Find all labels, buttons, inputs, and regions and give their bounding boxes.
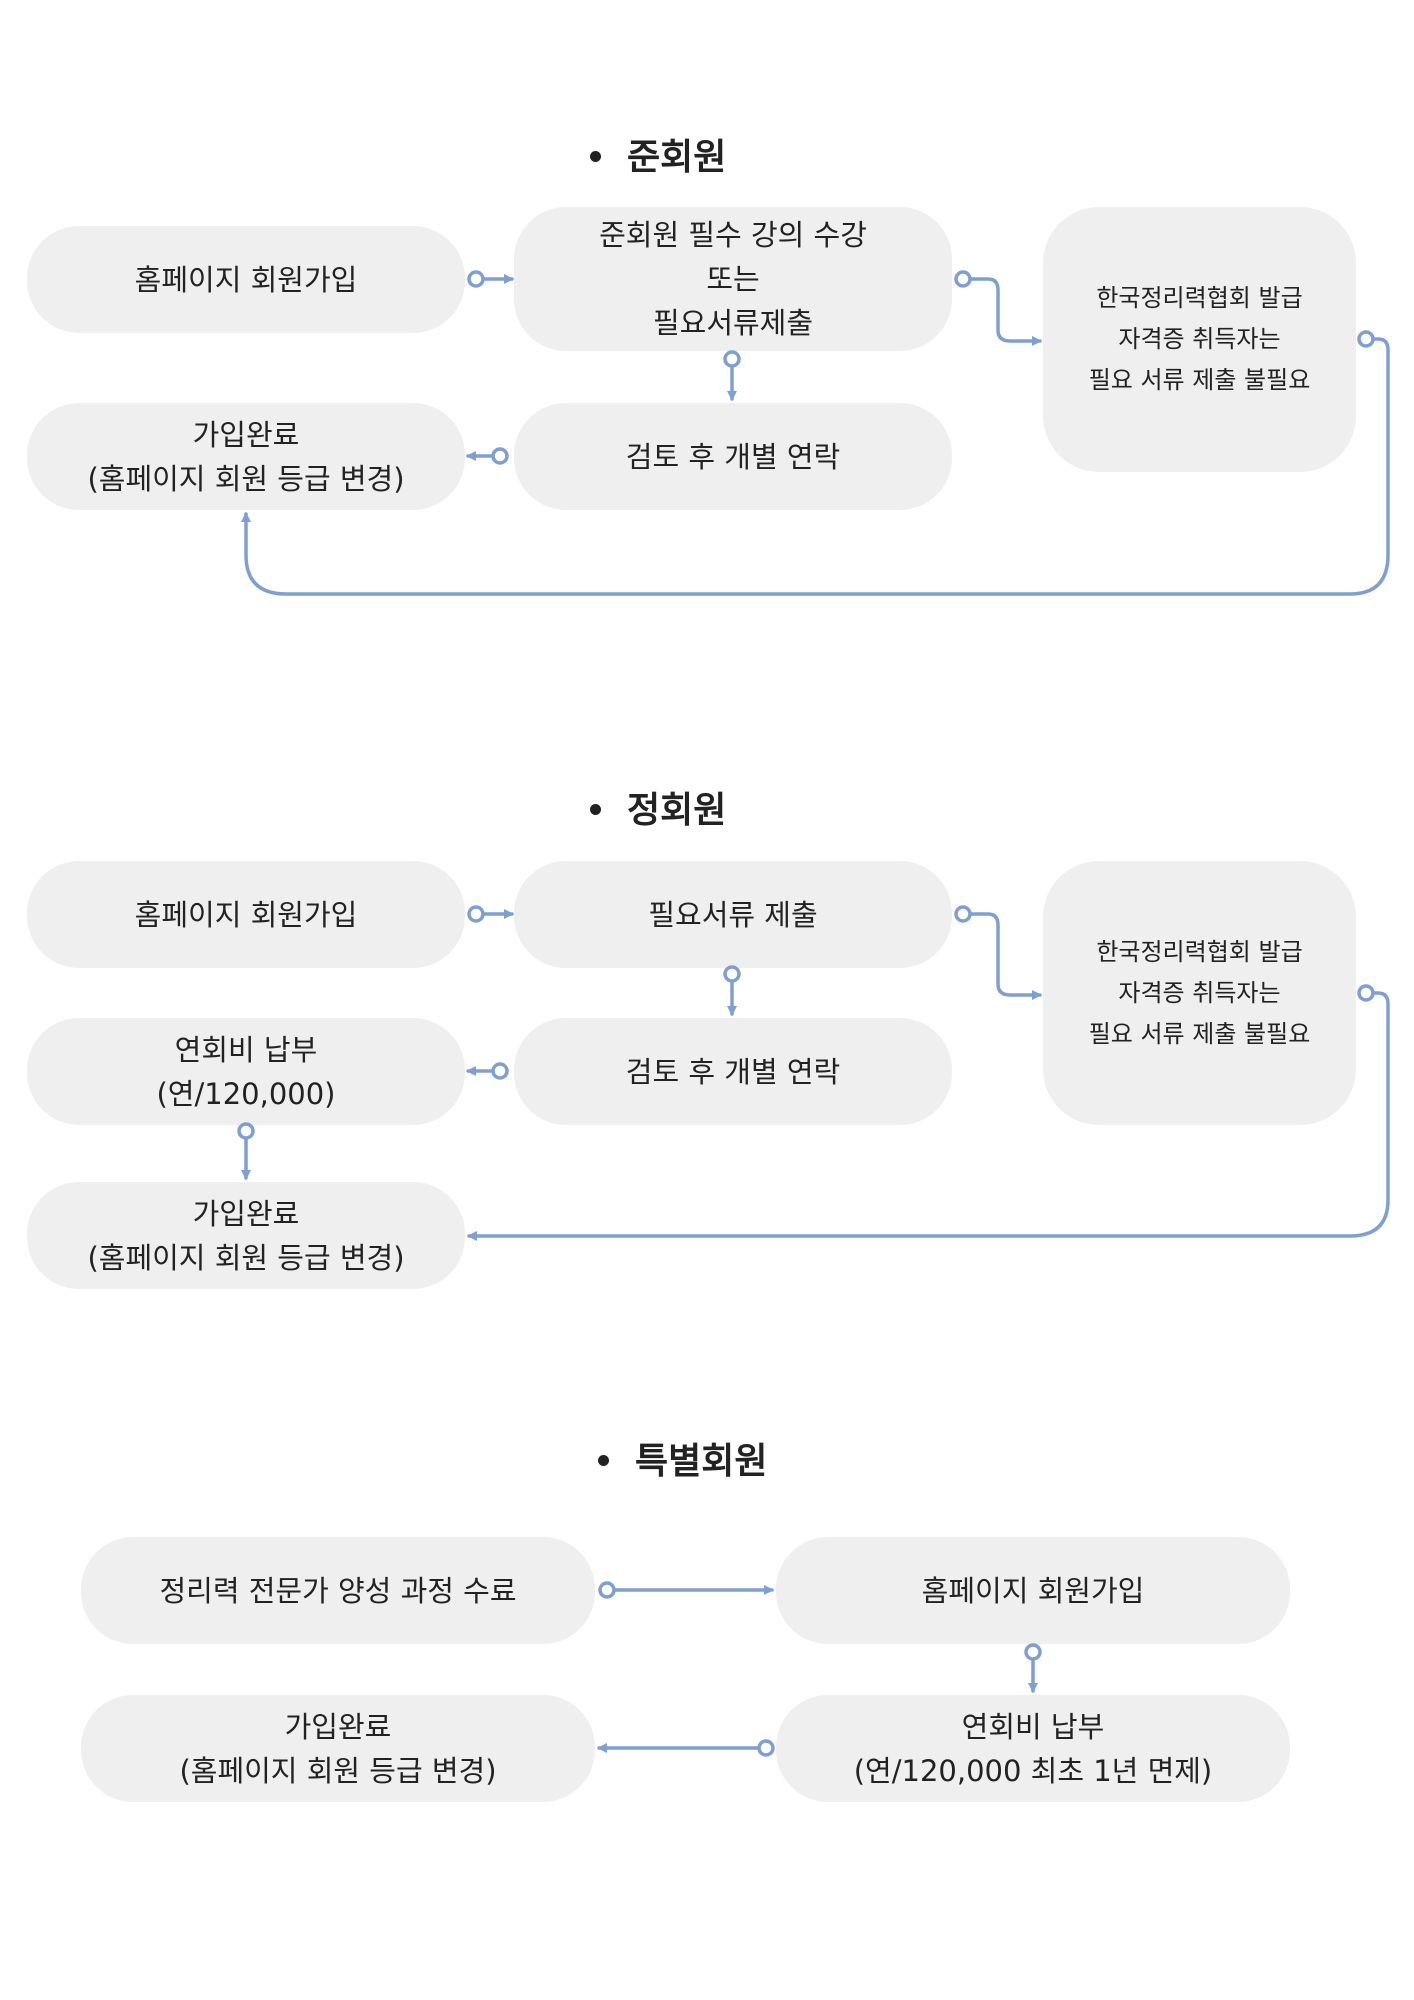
connector-start-dot <box>723 965 741 983</box>
step-homepage-signup: 홈페이지 회원가입 <box>27 226 465 333</box>
connector-arrow <box>968 277 1042 346</box>
section-title-associate: 준회원 <box>590 138 726 178</box>
step-review-contact: 검토 후 개별 연락 <box>514 403 952 510</box>
step-annual-fee: 연회비 납부 (연/120,000 최초 1년 면제) <box>776 1695 1290 1802</box>
connector-start-dot <box>1357 330 1375 348</box>
bullet-icon <box>598 1454 609 1466</box>
connector-start-dot <box>954 905 972 923</box>
step-required-course: 준회원 필수 강의 수강 또는 필요서류제출 <box>514 207 952 351</box>
step-certificate-note: 한국정리력협회 발급 자격증 취득자는 필요 서류 제출 불필요 <box>1043 861 1356 1125</box>
connector-start-dot <box>237 1122 255 1140</box>
step-annual-fee: 연회비 납부 (연/120,000) <box>27 1018 465 1125</box>
connector-arrow <box>241 337 1390 596</box>
connector-arrow <box>467 991 1390 1241</box>
step-signup-complete: 가입완료 (홈페이지 회원 등급 변경) <box>27 403 465 510</box>
connector-start-dot <box>467 270 485 288</box>
connector-start-dot <box>467 905 485 923</box>
step-review-contact: 검토 후 개별 연락 <box>514 1018 952 1125</box>
connector-arrow <box>968 912 1042 1000</box>
step-homepage-signup: 홈페이지 회원가입 <box>776 1537 1290 1644</box>
connector-start-dot <box>598 1581 616 1599</box>
step-certificate-note: 한국정리력협회 발급 자격증 취득자는 필요 서류 제출 불필요 <box>1043 207 1356 472</box>
connector-start-dot <box>757 1739 775 1757</box>
connector-start-dot <box>1024 1643 1042 1661</box>
step-signup-complete: 가입완료 (홈페이지 회원 등급 변경) <box>81 1695 595 1802</box>
section-title-text: 준회원 <box>627 137 727 178</box>
section-title-text: 정회원 <box>627 790 727 831</box>
connector-start-dot <box>954 270 972 288</box>
connector-start-dot <box>491 447 509 465</box>
step-homepage-signup: 홈페이지 회원가입 <box>27 861 465 968</box>
connector-start-dot <box>723 350 741 368</box>
step-signup-complete: 가입완료 (홈페이지 회원 등급 변경) <box>27 1182 465 1289</box>
connector-start-dot <box>1357 984 1375 1002</box>
section-title-special: 특별회원 <box>598 1442 767 1482</box>
connector-start-dot <box>491 1062 509 1080</box>
bullet-icon <box>590 150 601 162</box>
section-title-regular: 정회원 <box>590 791 726 831</box>
bullet-icon <box>590 803 601 815</box>
step-expert-course: 정리력 전문가 양성 과정 수료 <box>81 1537 595 1644</box>
section-title-text: 특별회원 <box>635 1441 768 1482</box>
step-submit-documents: 필요서류 제출 <box>514 861 952 968</box>
